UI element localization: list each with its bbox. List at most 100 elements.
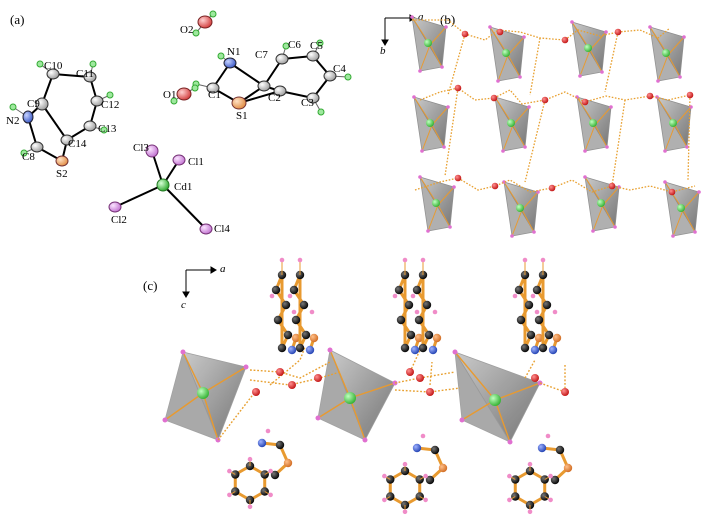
hydrogen-bond bbox=[444, 87, 459, 177]
atom-label: C4 bbox=[333, 63, 346, 75]
chlorine-atom bbox=[426, 229, 430, 233]
oxygen-atom bbox=[531, 374, 539, 382]
hydrogen-atom bbox=[432, 309, 438, 315]
chlorine-atom bbox=[570, 20, 574, 24]
hydrogen-atom bbox=[309, 309, 315, 315]
chlorine-atom bbox=[583, 149, 587, 153]
hydrogen-bond bbox=[429, 361, 433, 386]
cd-cl-bond bbox=[419, 44, 431, 72]
sulfur-atom bbox=[563, 463, 573, 473]
atom-label: C9 bbox=[27, 98, 40, 110]
hydrogen-atom bbox=[527, 509, 533, 515]
carbon-atom bbox=[532, 285, 542, 295]
chlorine-atom bbox=[604, 30, 608, 34]
cd-cl-bond bbox=[164, 392, 204, 421]
cd-cl-bond bbox=[674, 106, 692, 126]
atom-label: C5 bbox=[310, 40, 323, 52]
hydrogen-atom bbox=[423, 473, 428, 479]
oxygen-atom bbox=[581, 98, 589, 106]
cadmium-atom bbox=[424, 39, 432, 47]
hydrogen-atom bbox=[382, 473, 387, 479]
carbon-atom bbox=[400, 343, 410, 353]
hydrogen-atom bbox=[227, 468, 232, 474]
carbon-atom bbox=[275, 440, 285, 450]
hydrogen-atom bbox=[534, 309, 540, 315]
carbon-atom bbox=[520, 343, 530, 353]
hydrogen-atom bbox=[227, 492, 232, 498]
cd-cl-bond bbox=[511, 209, 523, 237]
nitrogen-atom bbox=[428, 345, 438, 355]
nitrogen-atom bbox=[548, 345, 558, 355]
chlorine-atom bbox=[663, 180, 667, 184]
oxygen-atom bbox=[406, 368, 414, 376]
hydrogen-bond bbox=[269, 346, 306, 386]
oxygen-atom bbox=[491, 182, 499, 190]
chlorine-atom bbox=[685, 145, 689, 149]
cdcl4-atoms bbox=[108, 144, 213, 235]
carbon-atom bbox=[415, 492, 424, 501]
oxygen-atom bbox=[314, 374, 322, 382]
oxygen-atom bbox=[288, 381, 296, 389]
chlorine-atom bbox=[440, 65, 444, 69]
cd-cl-bond bbox=[202, 392, 219, 441]
oxygen-atom bbox=[686, 91, 694, 99]
chlorine-atom bbox=[501, 149, 505, 153]
carbon-atom bbox=[424, 330, 434, 340]
carbon-atom bbox=[271, 285, 281, 295]
packing-view-c bbox=[162, 257, 573, 515]
cadmium-atom bbox=[677, 204, 685, 212]
nitrogen-atom bbox=[287, 345, 297, 355]
cd-cl-bond bbox=[494, 382, 541, 401]
sulfur-atom bbox=[534, 333, 544, 343]
hydrogen-atom bbox=[420, 433, 426, 439]
chlorine-atom bbox=[243, 364, 249, 370]
cd-cl-bond bbox=[431, 106, 449, 126]
chlorine-atom bbox=[583, 175, 587, 179]
hydrogen-bond-chain bbox=[412, 19, 671, 41]
atom-labels: C10 C11 C9 C12 N2 C13 C14 C8 S2 O2 N1 C7… bbox=[6, 24, 346, 235]
carbon-atom bbox=[555, 445, 565, 455]
hydrogen-atom bbox=[548, 473, 553, 479]
cd-cl-bond bbox=[682, 209, 696, 233]
cd-cl-bond bbox=[317, 397, 351, 419]
nitrogen-atom bbox=[305, 345, 315, 355]
hydrogen-atom bbox=[402, 257, 408, 263]
chlorine-atom bbox=[656, 79, 660, 83]
cadmium-atom bbox=[426, 119, 434, 127]
cd-cl-bond bbox=[521, 191, 539, 211]
atom-label: C10 bbox=[44, 60, 63, 72]
carbon-atom bbox=[273, 315, 283, 325]
atom-label: C2 bbox=[268, 92, 281, 104]
carbon-atom bbox=[270, 470, 280, 480]
carbon-atom bbox=[301, 330, 311, 340]
cadmium-atom bbox=[507, 119, 515, 127]
chlorine-atom bbox=[327, 347, 333, 353]
cd-cl-bond bbox=[182, 351, 204, 394]
cd-cl-bond bbox=[521, 209, 535, 233]
atom-label: O2 bbox=[180, 24, 193, 36]
hydrogen-bond bbox=[539, 382, 566, 393]
carbon-atom bbox=[516, 315, 526, 325]
nitrogen-atom bbox=[530, 345, 540, 355]
oxygen-atom bbox=[668, 188, 676, 196]
sulfur-atom bbox=[291, 333, 301, 343]
carbon-atom bbox=[514, 285, 524, 295]
chlorine-atom bbox=[442, 145, 446, 149]
atom-label: C13 bbox=[98, 123, 117, 135]
hydrogen-atom bbox=[279, 257, 285, 263]
cd-cl-bond bbox=[329, 349, 351, 399]
hydrogen-atom bbox=[545, 433, 551, 439]
atom-label: C7 bbox=[255, 49, 268, 61]
chlorine-atom bbox=[523, 145, 527, 149]
hydrogen-atom bbox=[382, 497, 387, 503]
chlorine-atom bbox=[452, 349, 458, 355]
chlorine-atom bbox=[609, 105, 613, 109]
chlorine-atom bbox=[162, 417, 168, 423]
chlorine-atom bbox=[671, 234, 675, 238]
panel-a: (a) bbox=[6, 10, 352, 235]
carbon-atom bbox=[289, 285, 299, 295]
chlorine-atom bbox=[613, 225, 617, 229]
atom-label: C1 bbox=[208, 89, 221, 101]
oxygen-atom bbox=[461, 30, 469, 38]
hydrogen-atom bbox=[548, 497, 553, 503]
